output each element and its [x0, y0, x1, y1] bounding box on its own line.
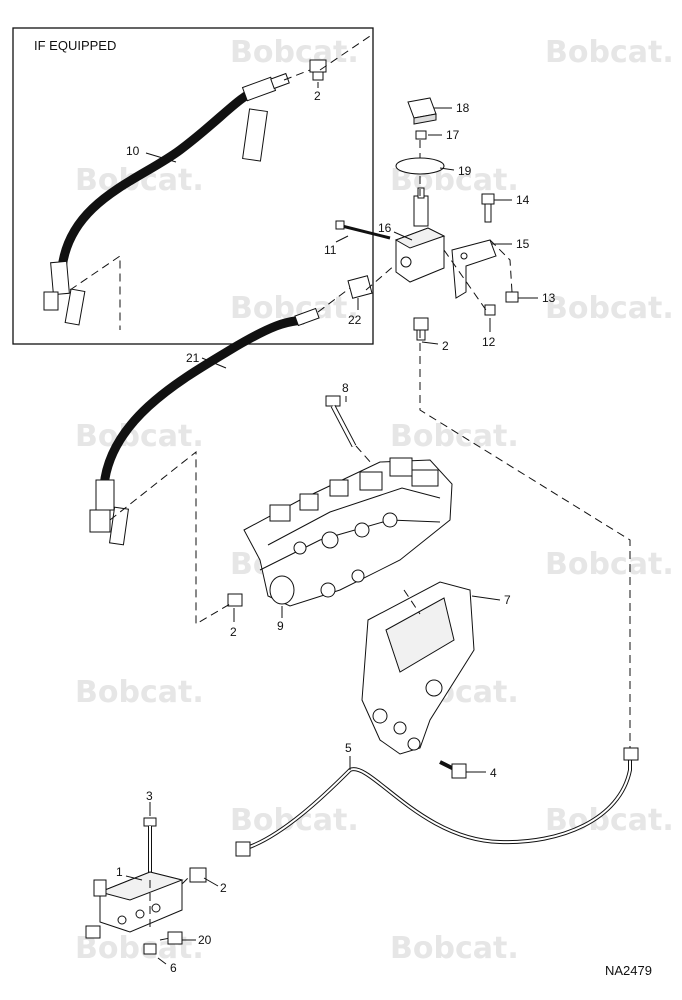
- watermark-text: Bobcat.: [75, 419, 204, 454]
- callout-21: 21: [186, 351, 200, 365]
- bolt-14: [481, 193, 495, 223]
- callout-2: 2: [442, 339, 449, 353]
- callout-11: 11: [324, 243, 337, 257]
- callout-2: 2: [314, 89, 321, 103]
- washer-19: [395, 157, 445, 175]
- inset-if-equipped: IF EQUIPPED: [12, 27, 374, 345]
- callout-3: 3: [146, 789, 153, 803]
- bolt-11: [335, 220, 391, 240]
- watermark-text: Bobcat.: [545, 35, 674, 70]
- hose-21: [89, 307, 320, 546]
- valve-assembly-9: [243, 457, 453, 607]
- callout-16: 16: [378, 221, 392, 235]
- fitting-22: [347, 275, 373, 299]
- callout-15: 15: [516, 237, 530, 251]
- watermark-text: Bobcat.: [390, 419, 519, 454]
- callout-8: 8: [342, 381, 349, 395]
- callout-19: 19: [458, 164, 472, 178]
- pedal-bracket-7: [361, 581, 475, 755]
- hose-10: [43, 72, 290, 326]
- watermark-text: Bobcat.: [545, 547, 674, 582]
- bolt-8: [325, 395, 357, 448]
- callout-4: 4: [490, 766, 497, 780]
- callout-12: 12: [482, 335, 496, 349]
- fitting-2-left: [227, 593, 243, 607]
- valve-16: [394, 187, 446, 283]
- callout-2: 2: [230, 625, 237, 639]
- callout-20: 20: [198, 933, 212, 947]
- nut-13: [505, 291, 519, 303]
- watermark-text: Bobcat.: [230, 35, 359, 70]
- callout-22: 22: [348, 313, 362, 327]
- bolt-3: [143, 817, 157, 880]
- callout-18: 18: [456, 101, 470, 115]
- watermark-text: Bobcat.: [390, 931, 519, 966]
- callout-1: 1: [116, 865, 123, 879]
- drawing-number: NA2479: [605, 963, 652, 978]
- callout-5: 5: [345, 741, 352, 755]
- callout-14: 14: [516, 193, 530, 207]
- cap-18: [407, 97, 437, 125]
- nut-12: [484, 304, 496, 316]
- callout-7: 7: [504, 593, 511, 607]
- callout-17: 17: [446, 128, 460, 142]
- routing-lines: [69, 33, 631, 941]
- fitting-2-bottom: [189, 867, 207, 883]
- callout-13: 13: [542, 291, 556, 305]
- inset-label: IF EQUIPPED: [34, 38, 116, 53]
- bracket-15: [451, 239, 497, 299]
- callout-2: 2: [220, 881, 227, 895]
- callout-6: 6: [170, 961, 177, 975]
- callout-10: 10: [126, 144, 140, 158]
- nut-17: [415, 130, 427, 140]
- callout-9: 9: [277, 619, 284, 633]
- fitting-2-mid: [413, 317, 429, 341]
- nut-6: [143, 943, 157, 955]
- bolt-4: [439, 760, 467, 779]
- inset-frame: [12, 27, 374, 345]
- plug-20: [167, 931, 183, 945]
- tube-5: [235, 747, 639, 857]
- leader-lines: [125, 82, 538, 965]
- fitting-2-top: [309, 59, 327, 81]
- callout-labels: 2 18 17 19 10 14 16 15 11 13 22 12 2 21 …: [116, 89, 556, 975]
- watermark-text: Bobcat.: [75, 675, 204, 710]
- manifold-1: [85, 871, 184, 939]
- watermark-text: Bobcat.: [545, 291, 674, 326]
